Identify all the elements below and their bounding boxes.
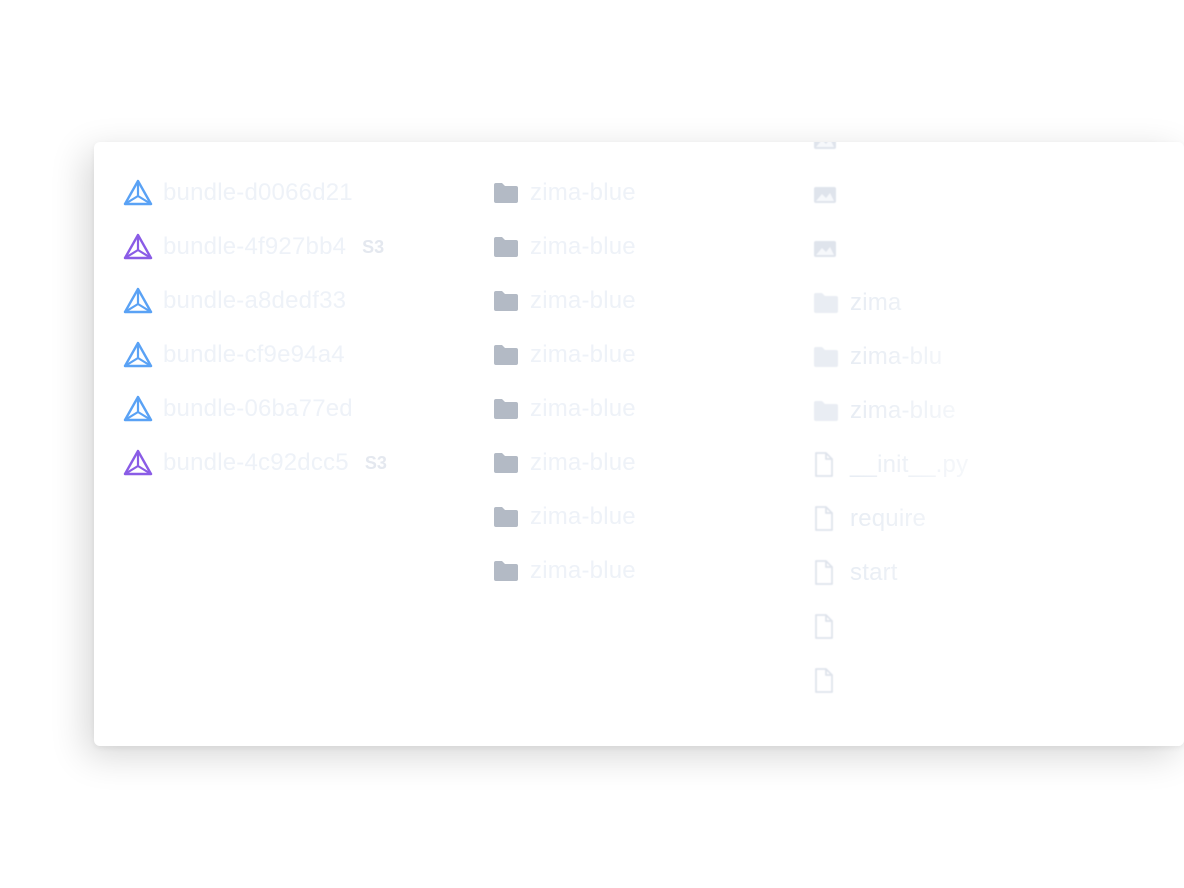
- item-label: zima-blue: [530, 233, 636, 260]
- folder-icon: [492, 446, 526, 480]
- folder-item[interactable]: zima-blue: [492, 382, 792, 436]
- bundle-item[interactable]: bundle-4c92dcc5 S3: [122, 436, 462, 490]
- image-file-icon: [812, 142, 846, 158]
- file-item[interactable]: [812, 168, 1112, 222]
- file-item[interactable]: __init__.py: [812, 438, 1112, 492]
- folder-icon: [492, 176, 526, 210]
- folder-icon: [492, 338, 526, 372]
- s3-badge: S3: [364, 452, 387, 473]
- triangle-logo-icon: [122, 230, 156, 264]
- file-item[interactable]: zima-blue: [812, 384, 1112, 438]
- folder-icon: [812, 394, 846, 428]
- folder-item[interactable]: zima-blue: [492, 274, 792, 328]
- folder-icon: [492, 230, 526, 264]
- folder-icon: [812, 286, 846, 320]
- bundle-item[interactable]: bundle-a8dedf33: [122, 274, 462, 328]
- file-item[interactable]: [812, 222, 1112, 276]
- folder-item[interactable]: zima-blue: [492, 436, 792, 490]
- folder-icon: [492, 392, 526, 426]
- folder-icon: [492, 554, 526, 588]
- file-item[interactable]: [812, 600, 1112, 654]
- file-icon: [812, 448, 846, 482]
- file-item[interactable]: zima: [812, 276, 1112, 330]
- bundle-item[interactable]: bundle-cf9e94a4: [122, 328, 462, 382]
- file-item[interactable]: [812, 654, 1112, 708]
- item-label: zima-blue: [530, 449, 636, 476]
- folder-item[interactable]: zima-blue: [492, 328, 792, 382]
- item-label: bundle-cf9e94a4: [163, 341, 345, 368]
- bundle-item[interactable]: bundle-06ba77ed: [122, 382, 462, 436]
- item-label: bundle-4f927bb4: [163, 233, 347, 260]
- folder-item[interactable]: zima-blue: [492, 220, 792, 274]
- item-label: bundle-4c92dcc5: [163, 449, 349, 476]
- file-icon: [812, 556, 846, 590]
- item-label: zima: [850, 289, 902, 316]
- item-label: zima-blue: [530, 341, 636, 368]
- item-label: zima-blue: [530, 179, 636, 206]
- folder-item[interactable]: zima-blue: [492, 490, 792, 544]
- folder-icon: [492, 500, 526, 534]
- folder-icon: [492, 284, 526, 318]
- bundle-item[interactable]: bundle-4f927bb4 S3: [122, 220, 462, 274]
- image-file-icon: [812, 232, 846, 266]
- folder-list: zima-blue zima-blue zima-blue zima-blue zima…: [492, 166, 792, 598]
- folder-item[interactable]: zima-blue: [492, 544, 792, 598]
- file-icon: [812, 502, 846, 536]
- item-label: zima-blue: [530, 503, 636, 530]
- triangle-logo-icon: [122, 446, 156, 480]
- triangle-logo-icon: [122, 284, 156, 318]
- item-label: __init__.py: [850, 451, 969, 478]
- file-item[interactable]: [812, 142, 1112, 168]
- file-icon: [812, 664, 846, 698]
- file-item[interactable]: start: [812, 546, 1112, 600]
- folder-item[interactable]: zima-blue: [492, 166, 792, 220]
- s3-badge: S3: [362, 236, 385, 257]
- file-icon: [812, 610, 846, 644]
- item-label: zima-blue: [530, 287, 636, 314]
- file-item[interactable]: require: [812, 492, 1112, 546]
- item-label: zima-blue: [530, 395, 636, 422]
- bundle-item[interactable]: bundle-d0066d21: [122, 166, 462, 220]
- item-label: zima-blue: [530, 557, 636, 584]
- triangle-logo-icon: [122, 392, 156, 426]
- triangle-logo-icon: [122, 176, 156, 210]
- triangle-logo-icon: [122, 338, 156, 372]
- item-label: start: [850, 559, 898, 586]
- item-label: zima-blu: [850, 343, 943, 370]
- folder-icon: [812, 340, 846, 374]
- item-label: require: [850, 505, 927, 532]
- file-item[interactable]: zima-blu: [812, 330, 1112, 384]
- item-label: bundle-d0066d21: [163, 179, 353, 206]
- image-file-icon: [812, 178, 846, 212]
- item-label: bundle-06ba77ed: [163, 395, 353, 422]
- item-label: bundle-a8dedf33: [163, 287, 347, 314]
- item-label: zima-blue: [850, 397, 956, 424]
